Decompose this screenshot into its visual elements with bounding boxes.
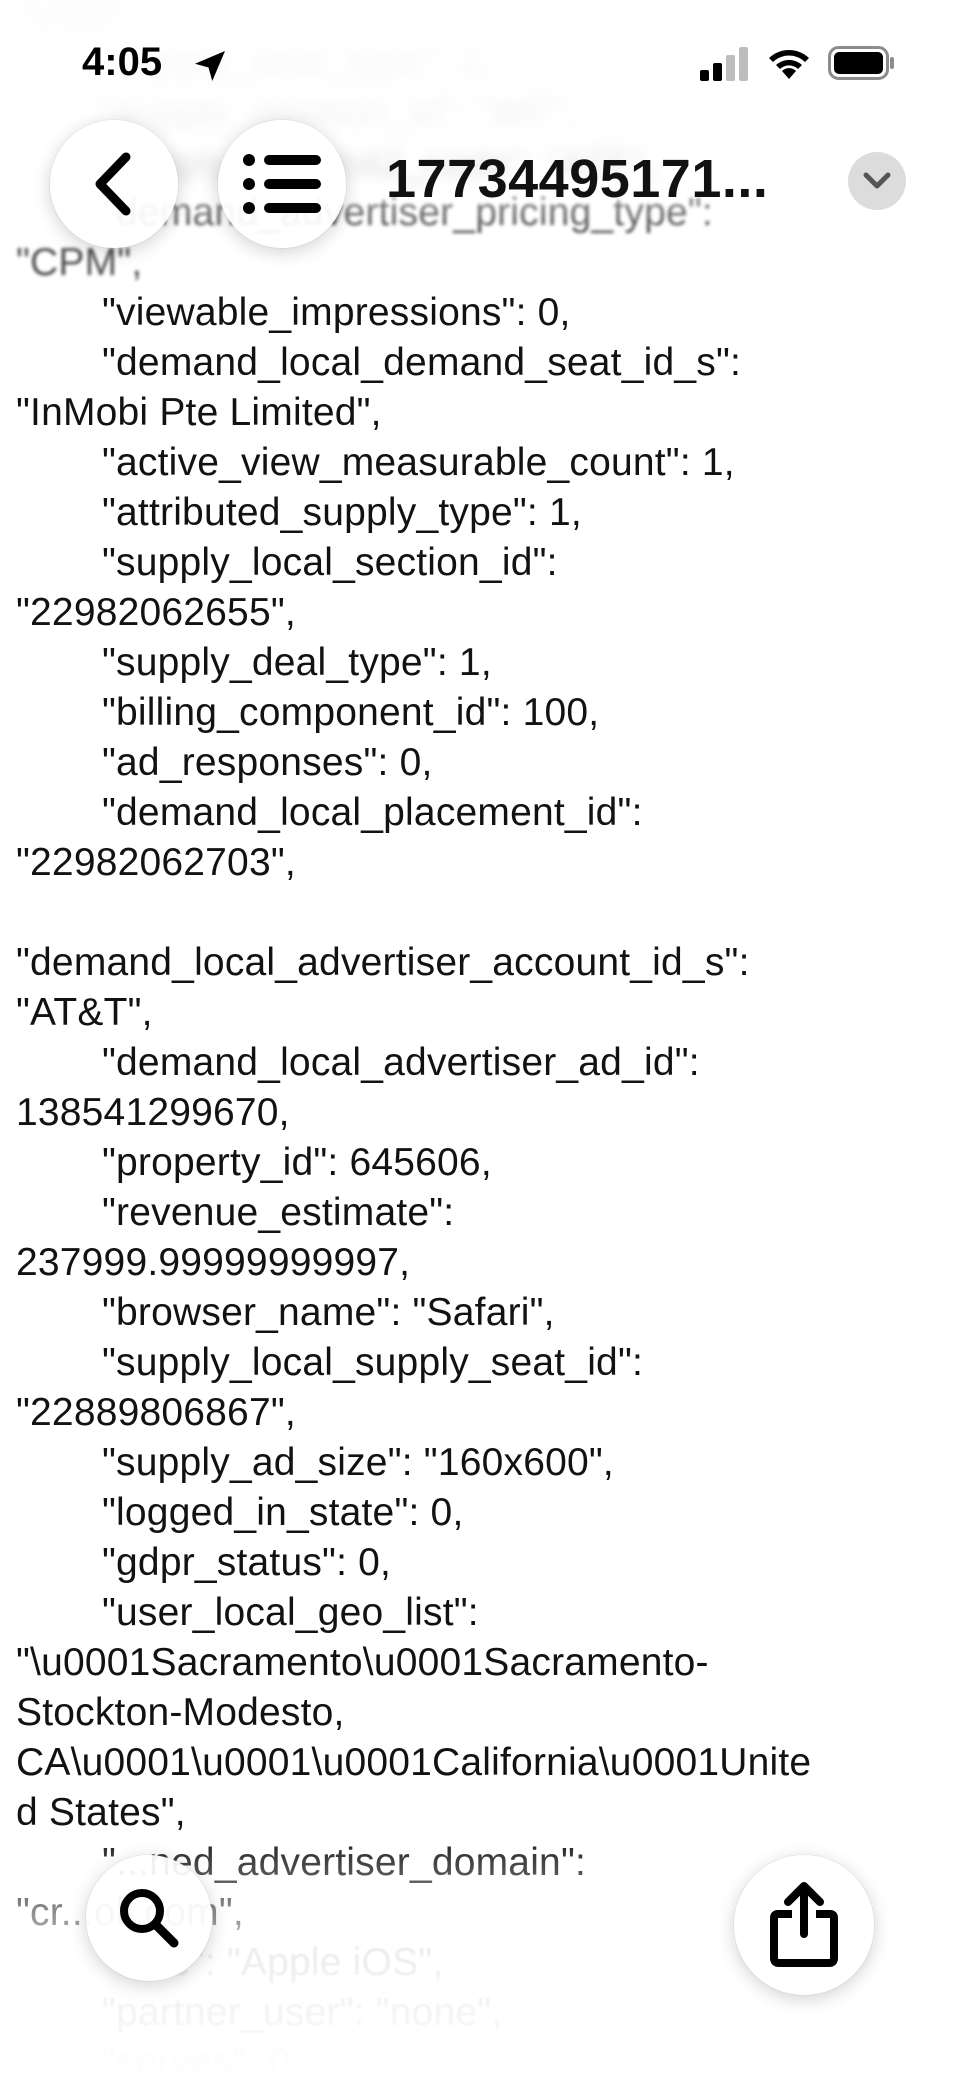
json-text-line: "logged_in_state": 0,	[102, 1491, 464, 1534]
back-button[interactable]	[50, 120, 178, 248]
json-text-line: "AT&T",	[16, 991, 153, 1034]
json-text-line: "supply_ad_size": "160x600",	[102, 1441, 614, 1484]
status-bar: 4:05	[0, 0, 960, 120]
list-icon	[243, 154, 321, 214]
share-icon	[770, 1882, 838, 1967]
json-text-line: "\u0001Sacramento\u0001Sacramento-	[16, 1641, 709, 1684]
json-text-line: "viewable_impressions": 0,	[102, 291, 571, 334]
json-text-line: "browser_name": "Safari",	[102, 1291, 555, 1334]
json-text-line: "demand_local_placement_id":	[102, 791, 643, 834]
json-text-line: "gdpr_status": 0,	[102, 1541, 392, 1584]
search-button[interactable]	[86, 1855, 212, 1981]
location-arrow-icon	[195, 51, 225, 81]
json-text-line: "revenue_estimate":	[102, 1191, 455, 1234]
json-text-line: "22982062703",	[16, 841, 296, 884]
json-text-line: "CPM",	[16, 241, 143, 284]
json-text-line: "demand_local_advertiser_ad_id":	[102, 1041, 700, 1084]
json-text-line: "billing_component_id": 100,	[102, 691, 600, 734]
cellular-signal-icon	[700, 47, 748, 81]
json-text-line: "supply_local_supply_seat_id":	[102, 1341, 644, 1384]
json-text-line: "demand_local_advertiser_account_id_s":	[16, 941, 750, 984]
share-button[interactable]	[734, 1855, 874, 1995]
json-text-line: CA\u0001\u0001\u0001California\u0001Unit…	[16, 1741, 812, 1784]
page-title[interactable]: 17734495171...	[386, 149, 769, 209]
json-text-line: "ad_responses": 0,	[102, 741, 433, 784]
json-text-line: "active_view_measurable_count": 1,	[102, 441, 735, 484]
json-text-line: 138541299670,	[16, 1091, 290, 1134]
battery-icon	[828, 46, 894, 80]
json-text-line: "22982062655",	[16, 591, 296, 634]
json-text-line: Stockton-Modesto,	[16, 1691, 345, 1734]
list-button[interactable]	[218, 120, 346, 248]
magnifying-glass-icon	[120, 1889, 179, 1948]
json-text-line: 237999.99999999997,	[16, 1241, 411, 1284]
wifi-icon	[769, 50, 809, 79]
json-text-line: "user_local_geo_list":	[102, 1591, 479, 1634]
status-time: 4:05	[82, 40, 163, 84]
json-text-line: "demand_local_demand_seat_id_s":	[102, 341, 742, 384]
json-text-line: "22889806867",	[16, 1391, 296, 1434]
title-menu-button[interactable]	[848, 152, 906, 210]
json-text-line: d States",	[16, 1791, 186, 1834]
json-text-line: "InMobi Pte Limited",	[16, 391, 382, 434]
json-text-line: "supply_deal_type": 1,	[102, 641, 492, 684]
chevron-down-icon	[863, 172, 891, 189]
chevron-left-icon	[95, 152, 131, 216]
json-text-line: "supply_local_section_id":	[102, 541, 558, 584]
json-text-line: "property_id": 645606,	[102, 1141, 492, 1184]
json-text-line: "attributed_supply_type": 1,	[102, 491, 582, 534]
